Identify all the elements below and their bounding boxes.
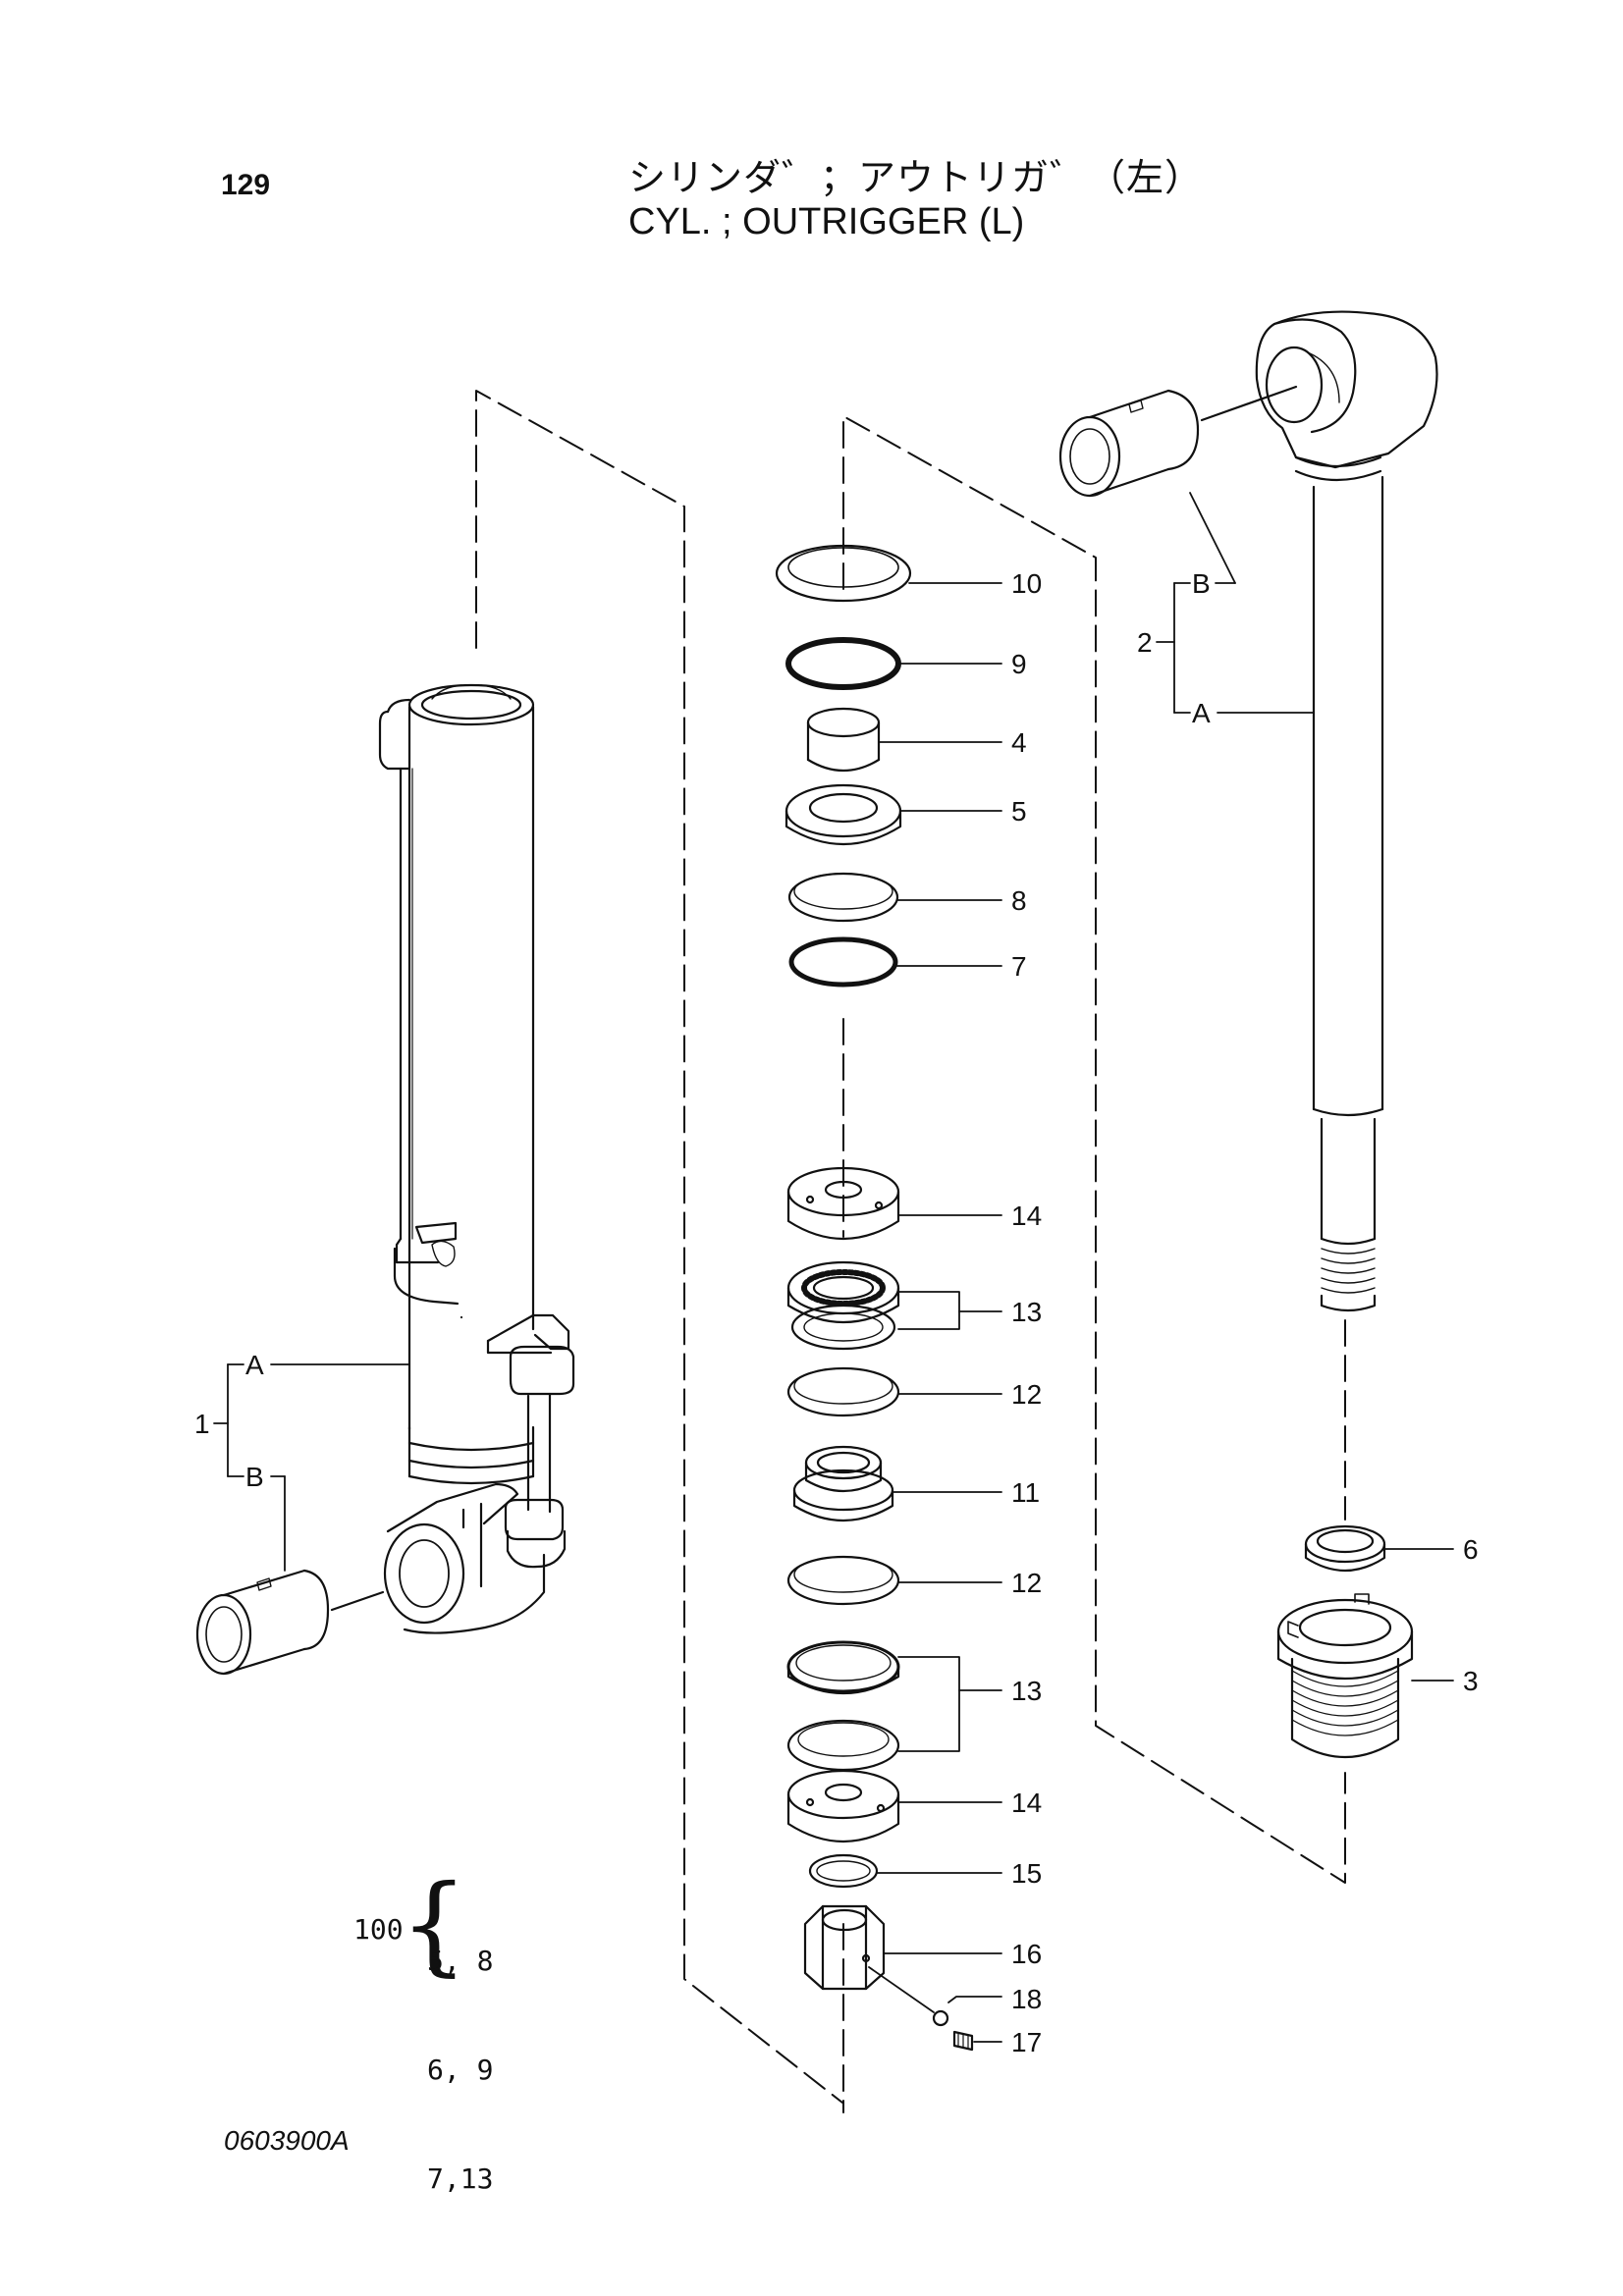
callout-13-upper: 13 <box>1011 1297 1042 1327</box>
callout-14-lower: 14 <box>1011 1788 1042 1818</box>
callout-9: 9 <box>1011 649 1027 679</box>
kit-row: 7,13 <box>427 2163 494 2195</box>
bushing-left <box>195 1569 385 1676</box>
callout-11: 11 <box>1011 1477 1040 1508</box>
callout-4: 4 <box>1011 727 1027 758</box>
callout-2-a: A <box>1192 698 1211 728</box>
part-7-oring <box>788 936 898 988</box>
callout-12-lower: 12 <box>1011 1568 1042 1598</box>
callout-1-a: A <box>245 1350 264 1380</box>
kit-row: 5, 8 <box>427 1945 494 1977</box>
leaders-center <box>868 582 1002 2043</box>
callout-16: 16 <box>1011 1939 1042 1969</box>
cylinder-tube <box>378 683 575 1634</box>
part-9-oring <box>785 637 901 690</box>
page-number: 129 <box>221 169 271 201</box>
callout-6: 6 <box>1463 1534 1479 1565</box>
part-16-nut <box>803 1904 886 1991</box>
callout-1: 1 <box>194 1409 210 1439</box>
title-japanese: シリンダ゛；アウトリガ゛（左） <box>628 158 1204 199</box>
part-5-seal <box>784 783 902 846</box>
part-4-bushing <box>806 707 881 772</box>
bushing-right <box>1058 385 1298 498</box>
assembly-frame-lines <box>475 390 1346 2113</box>
part-14-nut-lower <box>786 1769 900 1843</box>
part-6-dust-seal <box>1304 1524 1386 1573</box>
part-8-ring <box>787 872 899 923</box>
callout-3: 3 <box>1463 1666 1479 1696</box>
callout-10: 10 <box>1011 568 1042 599</box>
leader-group-1 <box>213 1363 410 1572</box>
kit-brace: { <box>400 1861 468 1987</box>
callout-14-upper: 14 <box>1011 1201 1042 1231</box>
part-15-ring <box>808 1853 879 1889</box>
callout-12-upper: 12 <box>1011 1379 1042 1410</box>
callout-8: 8 <box>1011 885 1027 916</box>
part-10-ring <box>775 544 912 603</box>
callout-13-lower: 13 <box>1011 1676 1042 1706</box>
leader-group-2 <box>1156 492 1315 714</box>
callout-15: 15 <box>1011 1858 1042 1889</box>
part-18-ball <box>932 2009 949 2027</box>
part-13-bearing-upper <box>786 1260 900 1351</box>
kit-row: 6, 9 <box>427 2054 494 2086</box>
callout-18: 18 <box>1011 1984 1042 2014</box>
kit-number: 100 <box>353 1913 404 1946</box>
part-12-ring-upper <box>786 1366 900 1417</box>
callout-2-b: B <box>1192 568 1211 599</box>
callout-labels: 10 9 4 5 8 7 14 13 12 11 12 13 14 15 16 … <box>194 568 1479 2057</box>
leaders-right <box>1383 1548 1454 1682</box>
part-17-setscrew <box>952 2030 974 2052</box>
part-13-bearing-lower <box>786 1640 900 1772</box>
callout-2: 2 <box>1137 627 1153 658</box>
callout-7: 7 <box>1011 951 1027 982</box>
title-english: CYL. ; OUTRIGGER (L) <box>628 201 1025 242</box>
part-3-gland <box>1276 1593 1414 1759</box>
callout-1-b: B <box>245 1462 264 1492</box>
callout-5: 5 <box>1011 796 1027 827</box>
piston-rod <box>1255 310 1438 1312</box>
part-12-ring-lower <box>786 1555 900 1606</box>
part-14-nut-upper <box>786 1166 900 1241</box>
part-11-packing <box>792 1445 894 1522</box>
callout-17: 17 <box>1011 2027 1042 2057</box>
drawing-code: 0603900A <box>224 2125 350 2156</box>
